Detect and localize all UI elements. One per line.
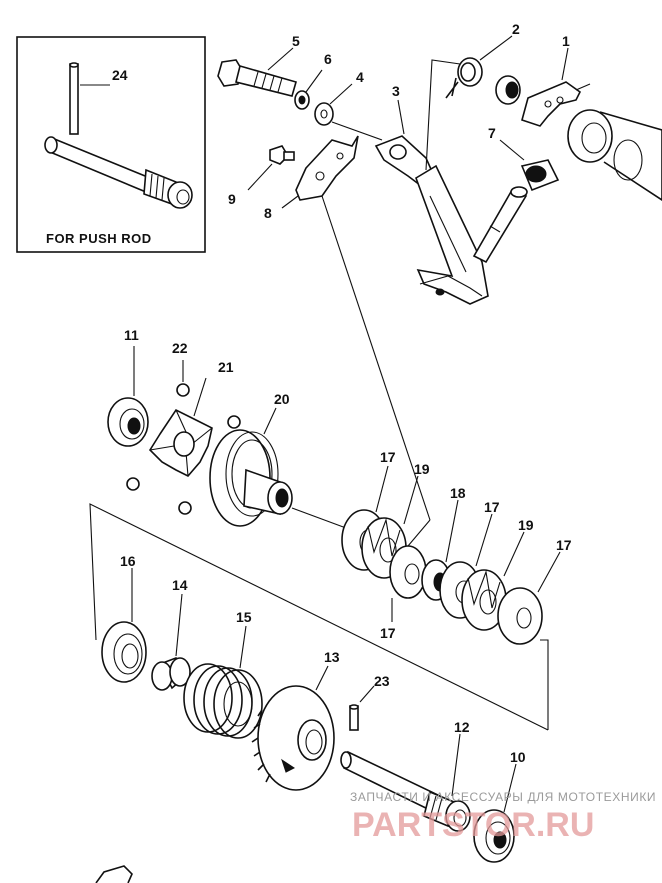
part-5-bolt (217, 59, 297, 97)
watermark: ЗАПЧАСТИ И АКСЕССУАРЫ ДЛЯ МОТОТЕХНИКИ PA… (350, 790, 656, 844)
watermark-tagline: ЗАПЧАСТИ И АКСЕССУАРЫ ДЛЯ МОТОТЕХНИКИ (350, 790, 656, 804)
ball-right (227, 415, 241, 429)
part-1-collar (495, 75, 591, 127)
label-22: 22 (172, 340, 188, 356)
shaft-housing (567, 109, 662, 201)
label-11: 11 (124, 327, 139, 343)
label-17d: 17 (556, 537, 572, 553)
label-23: 23 (374, 673, 390, 689)
part-21-ratchet (126, 408, 241, 515)
label-8: 8 (264, 205, 272, 221)
label-9: 9 (228, 191, 236, 207)
part-16-seal (101, 621, 147, 683)
label-17c: 17 (484, 499, 500, 515)
part-10-bearing (473, 809, 515, 863)
inset-caption: FOR PUSH ROD (46, 231, 152, 246)
push-rod-inset: 24 FOR PUSH ROD (16, 36, 206, 253)
part-15-spring (183, 663, 263, 739)
label-24: 24 (112, 67, 128, 83)
part-22-ball (176, 383, 190, 397)
ball-bottom (178, 501, 192, 515)
label-20: 20 (274, 391, 290, 407)
label-13: 13 (324, 649, 340, 665)
part-20-gear (209, 429, 293, 527)
part-3-lever (374, 135, 489, 305)
part-9-bolt (269, 145, 295, 165)
label-16: 16 (120, 553, 136, 569)
assembly-bracket (89, 503, 549, 731)
label-10: 10 (510, 749, 526, 765)
part-17-washer-b (389, 545, 427, 599)
label-3: 3 (392, 83, 400, 99)
label-15: 15 (236, 609, 252, 625)
partial-fragment (95, 865, 133, 883)
label-17a: 17 (380, 449, 396, 465)
part-6-washer (294, 90, 310, 110)
label-17b: 17 (380, 625, 396, 641)
part-4-washer (314, 102, 334, 126)
kick-shaft (472, 186, 528, 264)
ball-left (126, 477, 140, 491)
part-12-shaft (340, 750, 471, 832)
inset-frame (16, 36, 206, 253)
label-7: 7 (488, 125, 496, 141)
part-17-washer-d (497, 587, 543, 645)
label-4: 4 (356, 69, 364, 85)
part-7-collar (520, 159, 560, 192)
label-21: 21 (218, 359, 234, 375)
part-13-gear (251, 685, 335, 791)
part-24-pin (69, 62, 79, 135)
watermark-brand: PARTSTOR.RU (352, 806, 594, 844)
part-11-bearing (107, 397, 149, 447)
label-18: 18 (450, 485, 466, 501)
label-19a: 19 (414, 461, 430, 477)
part-14-collar (151, 657, 191, 691)
part-2-spring (445, 57, 483, 99)
part-8-bracket (295, 135, 359, 201)
label-12: 12 (454, 719, 470, 735)
part-23-pin (349, 704, 359, 731)
label-1: 1 (562, 33, 570, 49)
label-14: 14 (172, 577, 188, 593)
label-19b: 19 (518, 517, 534, 533)
push-rod-shaft (44, 136, 193, 209)
label-2: 2 (512, 21, 520, 37)
label-5: 5 (292, 33, 300, 49)
label-6: 6 (324, 51, 332, 67)
